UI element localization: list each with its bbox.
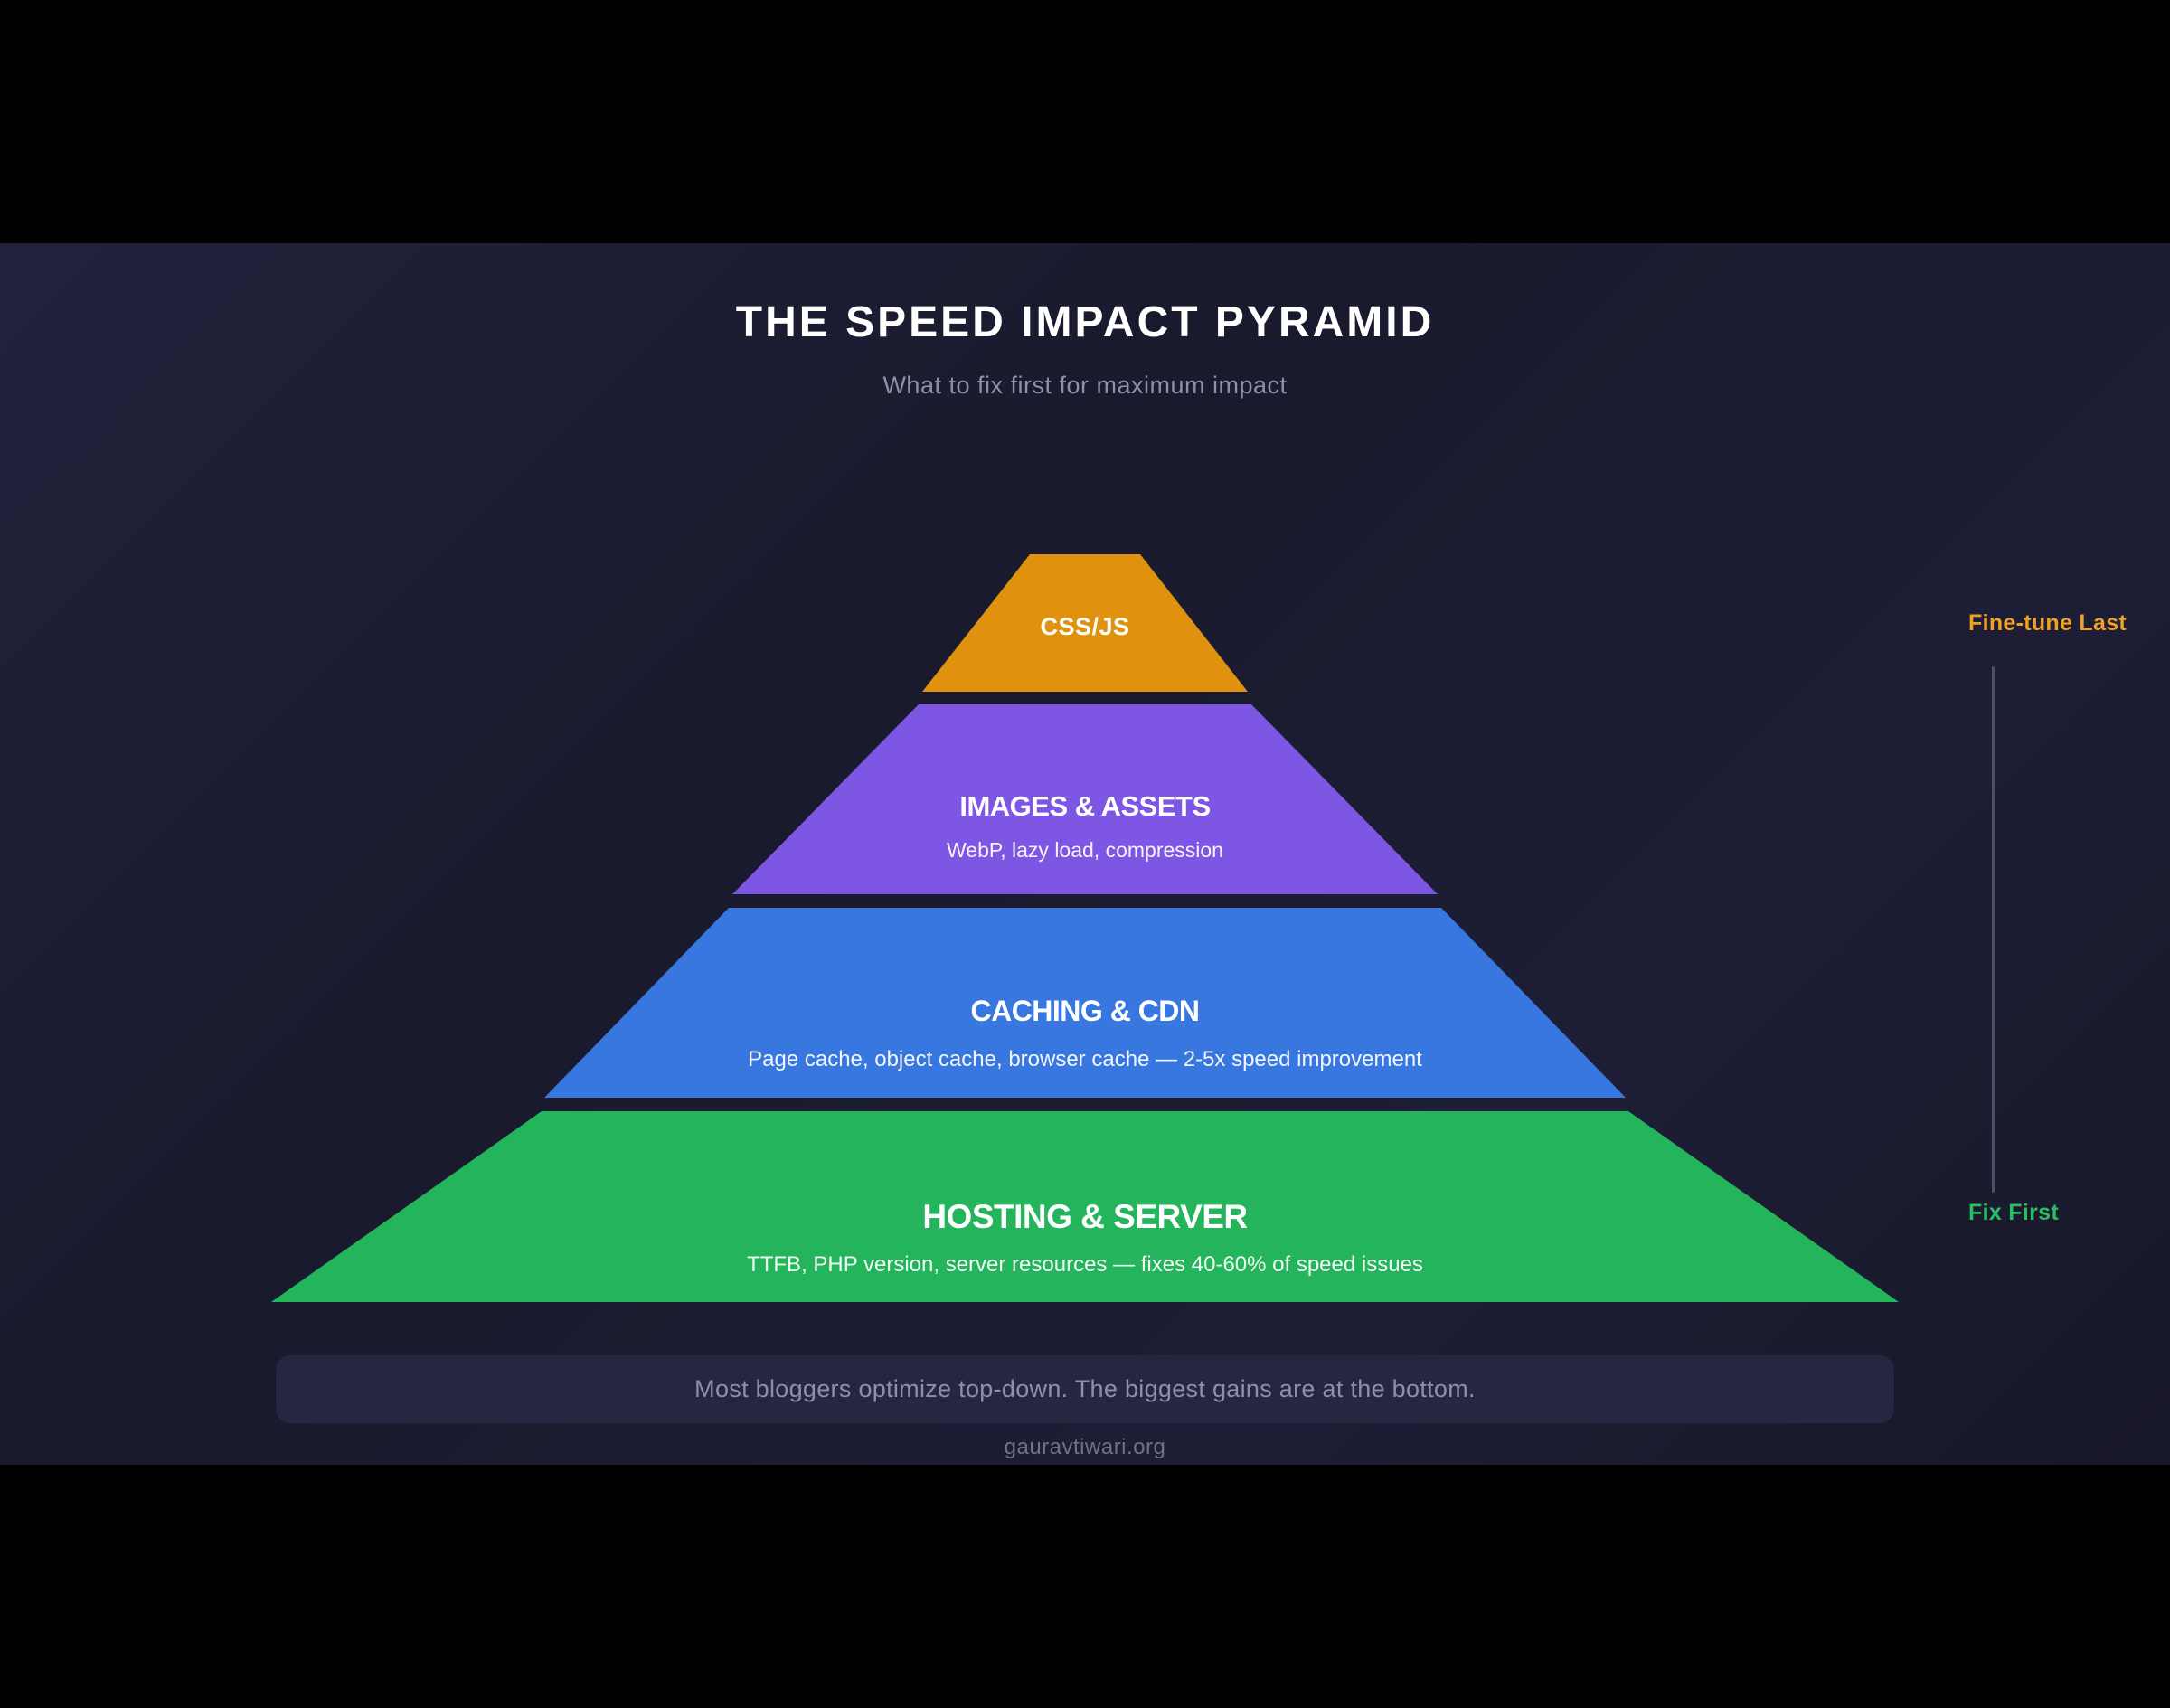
bottom-letterbox-bar <box>0 1465 2170 1708</box>
layer-cssjs-label: CSS/JS <box>1040 613 1130 640</box>
pyramid-layer-caching-cdn: CACHING & CDN Page cache, object cache, … <box>544 908 1626 1098</box>
bottom-note-text: Most bloggers optimize top-down. The big… <box>694 1375 1476 1402</box>
infographic-canvas: THE SPEED IMPACT PYRAMID What to fix fir… <box>0 243 2170 1465</box>
layer-hosting-label: HOSTING & SERVER <box>922 1198 1248 1235</box>
layer-images-label: IMAGES & ASSETS <box>959 790 1211 822</box>
site-attribution: gauravtiwari.org <box>1004 1435 1166 1459</box>
annotation-fix-first: Fix First <box>1968 1200 2059 1225</box>
pyramid-layer-cssjs: CSS/JS <box>922 554 1248 692</box>
page-title: THE SPEED IMPACT PYRAMID <box>735 298 1435 346</box>
annotation-vertical-line <box>1992 666 1995 1193</box>
layer-images-sublabel: WebP, lazy load, compression <box>947 838 1223 862</box>
layer-caching-sublabel: Page cache, object cache, browser cache … <box>748 1046 1422 1071</box>
layer-hosting-sublabel: TTFB, PHP version, server resources — fi… <box>747 1252 1423 1277</box>
annotation-fine-tune-last: Fine-tune Last <box>1968 610 2128 636</box>
pyramid-layer-hosting-server: HOSTING & SERVER TTFB, PHP version, serv… <box>271 1111 1899 1302</box>
layer-caching-label: CACHING & CDN <box>970 994 1200 1027</box>
bottom-note-box: Most bloggers optimize top-down. The big… <box>276 1355 1894 1423</box>
page-subtitle: What to fix first for maximum impact <box>882 372 1288 399</box>
top-letterbox-bar <box>0 0 2170 243</box>
pyramid-layer-images-assets: IMAGES & ASSETS WebP, lazy load, compres… <box>732 704 1438 894</box>
